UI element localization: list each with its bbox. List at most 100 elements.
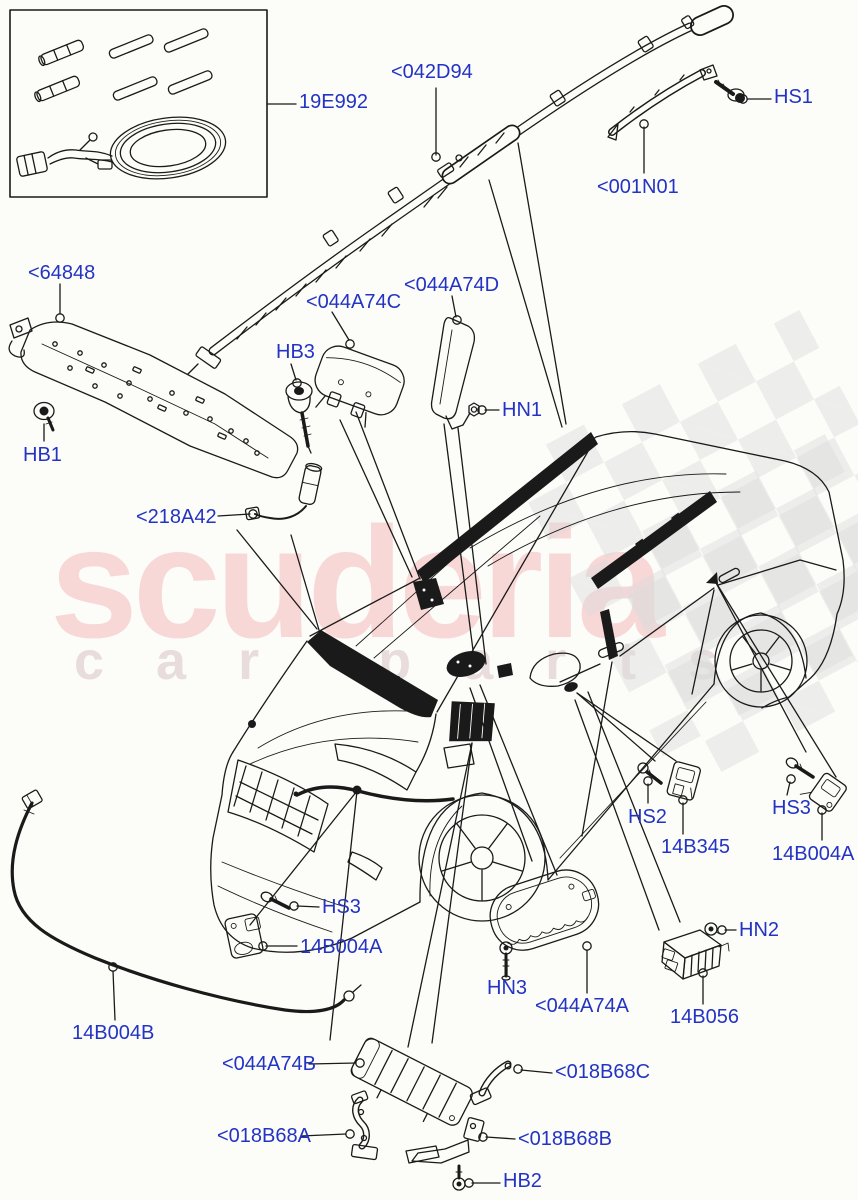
location-leader-line-19 [587, 691, 681, 923]
location-leader-line-0 [517, 142, 567, 425]
location-leader-line-15 [431, 742, 473, 1044]
part-label-14B004A-right[interactable]: 14B004A [772, 843, 855, 865]
part-label-HN1[interactable]: HN1 [502, 399, 543, 421]
location-leader-line-11 [714, 580, 837, 778]
bracket-c-drawing [469, 1060, 512, 1106]
leader-dot-HS1 [738, 94, 748, 104]
leader-dot-044A74D [452, 315, 462, 325]
part-label-HS1[interactable]: HS1 [774, 86, 813, 108]
leader-dot-HS3-left [289, 901, 299, 911]
leader-dot-14B004B [108, 962, 118, 972]
part-label-HS2[interactable]: HS2 [628, 806, 667, 828]
location-leader-line-6 [443, 423, 475, 659]
leader-dot-HN1 [477, 405, 487, 415]
passenger-airbag-drawing [314, 345, 405, 428]
part-label-14B004A-left[interactable]: 14B004A [300, 936, 383, 958]
cowl-panel-drawing [8, 317, 299, 479]
leader-line-044A74B [308, 1062, 357, 1065]
leader-dot-042D94 [431, 152, 441, 162]
location-leader-line-10 [714, 580, 807, 753]
leader-line-HB3 [290, 363, 297, 381]
part-label-14B345[interactable]: 14B345 [661, 836, 730, 858]
part-label-018B68B[interactable]: <018B68B [518, 1128, 612, 1150]
leader-dot-HB3 [292, 378, 302, 388]
part-label-19E992[interactable]: 19E992 [299, 91, 368, 113]
leader-dot-044A74B [355, 1058, 365, 1068]
part-label-018B68A[interactable]: <018B68A [217, 1125, 311, 1147]
part-label-14B056[interactable]: 14B056 [670, 1006, 739, 1028]
leader-dot-018B68A [345, 1129, 355, 1139]
leader-line-018B68A [300, 1133, 347, 1137]
hb3-grommet-drawing [285, 381, 313, 454]
part-label-044A74A[interactable]: <044A74A [535, 995, 629, 1017]
leader-dot-018B68B [478, 1132, 488, 1142]
part-label-044A74B[interactable]: <044A74B [222, 1053, 316, 1075]
leader-line-218A42 [217, 513, 251, 517]
hn1-nut-drawing [468, 402, 480, 417]
leader-dot-HS2 [643, 776, 653, 786]
leader-line-018B68C [520, 1069, 553, 1074]
seat-airbag-drawing [489, 869, 600, 951]
leader-dot-001N01 [639, 119, 649, 129]
part-label-042D94[interactable]: <042D94 [391, 61, 473, 83]
part-label-HS3-right[interactable]: HS3 [772, 797, 811, 819]
front-sensor-left-drawing [224, 891, 291, 959]
leader-dot-14B004A-left [258, 941, 268, 951]
leader-dot-HB2 [464, 1178, 474, 1188]
part-label-HB3[interactable]: HB3 [276, 341, 315, 363]
curtain-airbag-drawing [187, 5, 734, 375]
location-leader-line-1 [488, 179, 563, 428]
repair-kit-box [9, 9, 268, 198]
part-label-HN2[interactable]: HN2 [739, 919, 780, 941]
location-leader-line-5 [355, 411, 421, 580]
part-label-HB1[interactable]: HB1 [23, 444, 62, 466]
airbag-location-highlights [248, 432, 718, 803]
part-label-044A74C[interactable]: <044A74C [306, 291, 402, 313]
rcm-module-drawing [661, 929, 730, 980]
part-label-001N01[interactable]: <001N01 [597, 176, 679, 198]
vehicle-illustration [210, 430, 845, 953]
leader-line-HS3-right [786, 781, 791, 796]
a-pillar-airbag-drawing [430, 316, 476, 430]
leader-line-14B004B [112, 970, 116, 1021]
pedestrian-cable-drawing [10, 789, 362, 1014]
leader-dot-14B345 [678, 795, 688, 805]
side-sensor-right-drawing [785, 757, 847, 812]
leader-line-018B68B [485, 1136, 516, 1140]
location-leader-line-16 [469, 687, 533, 862]
part-label-14B004B[interactable]: 14B004B [72, 1022, 155, 1044]
leader-dot-218A42 [248, 509, 258, 519]
hn3-bolt-drawing [499, 941, 513, 981]
part-label-018B68C[interactable]: <018B68C [555, 1061, 651, 1083]
part-label-HB2[interactable]: HB2 [503, 1170, 542, 1192]
knee-airbag-drawing [350, 1037, 473, 1126]
leader-dot-018B68C [513, 1064, 523, 1074]
part-label-218A42[interactable]: <218A42 [136, 506, 217, 528]
leader-line-HS3-left [296, 905, 320, 908]
part-label-HN3[interactable]: HN3 [487, 977, 528, 999]
leader-dot-044A74A [582, 941, 592, 951]
hb2-bolt-drawing [452, 1164, 466, 1191]
hb1-bolt-drawing [33, 401, 55, 432]
part-label-044A74D[interactable]: <044A74D [404, 274, 500, 296]
watermark-brand-text: scuderia [50, 495, 665, 671]
leader-dot-HS3-right [786, 774, 796, 784]
location-leader-line-18 [574, 699, 660, 931]
part-label-HS3-left[interactable]: HS3 [322, 896, 361, 918]
shrink-tube-icon [108, 28, 213, 101]
location-leader-line-4 [339, 419, 413, 578]
part-label-64848[interactable]: <64848 [28, 262, 96, 284]
location-leader-line-3 [290, 534, 320, 631]
location-leader-line-7 [457, 427, 487, 665]
location-leader-line-13 [329, 790, 358, 1041]
leader-dot-044A74C [345, 339, 355, 349]
location-leader-line-8 [576, 692, 656, 762]
leader-dot-64848 [55, 313, 65, 323]
location-leader-line-14 [407, 742, 473, 1048]
headliner-trim-drawing [607, 64, 718, 141]
location-leader-line-2 [236, 529, 318, 630]
hs1-screw-drawing [714, 79, 745, 103]
leader-line-044A74C [331, 311, 350, 341]
leader-dot-14B004A-right [817, 805, 827, 815]
